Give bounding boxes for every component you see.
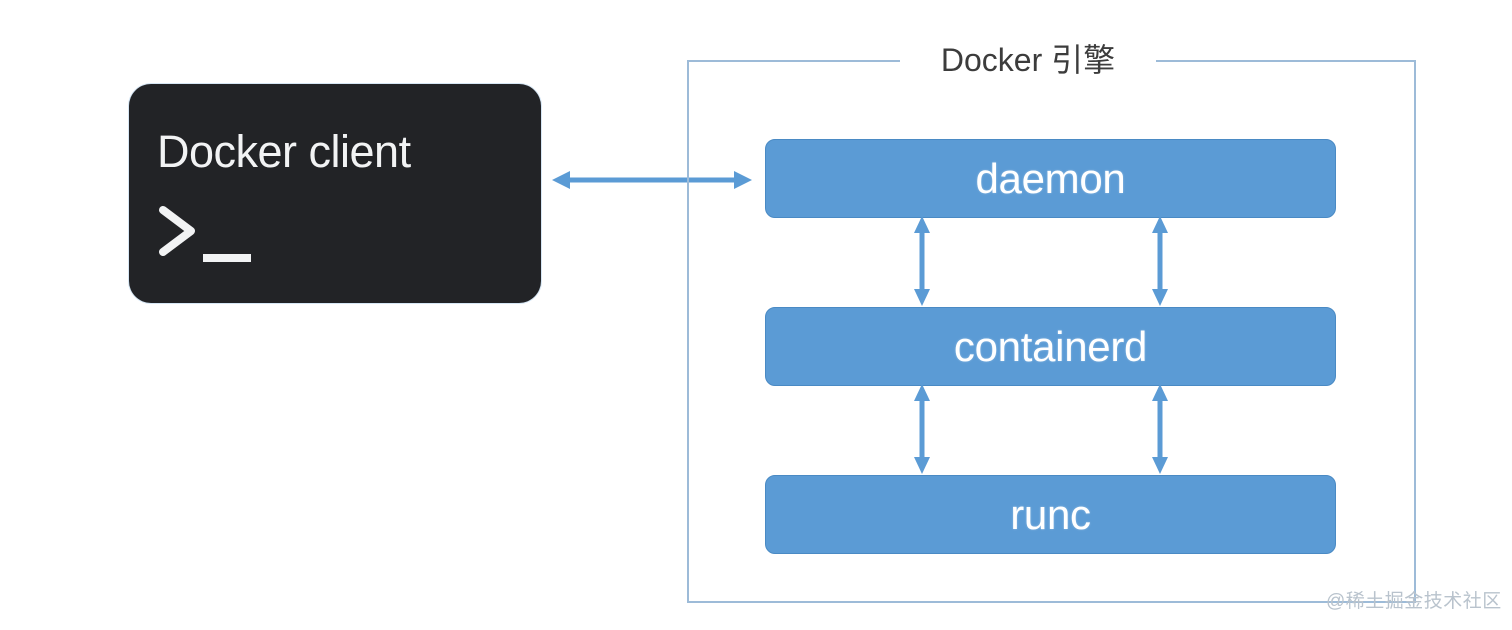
- arrow-daemon-containerd-left: [909, 216, 935, 306]
- component-label-daemon: daemon: [975, 154, 1126, 202]
- docker-client-card: Docker client: [129, 84, 541, 303]
- watermark: @稀土掘金技术社区: [1326, 591, 1502, 612]
- terminal-prompt-icon: [157, 202, 277, 268]
- component-box-daemon: daemon: [765, 139, 1336, 218]
- arrow-client-daemon: [552, 166, 752, 194]
- arrow-daemon-containerd-right: [1147, 216, 1173, 306]
- arrow-containerd-runc-left: [909, 384, 935, 474]
- component-label-containerd: containerd: [953, 322, 1148, 370]
- engine-title: Docker 引擎: [940, 42, 1116, 78]
- component-label-runc: runc: [1010, 490, 1091, 538]
- engine-title-gap: [900, 44, 1156, 78]
- docker-client-label: Docker client: [157, 126, 411, 177]
- arrow-containerd-runc-right: [1147, 384, 1173, 474]
- component-box-containerd: containerd: [765, 307, 1336, 386]
- component-box-runc: runc: [765, 475, 1336, 554]
